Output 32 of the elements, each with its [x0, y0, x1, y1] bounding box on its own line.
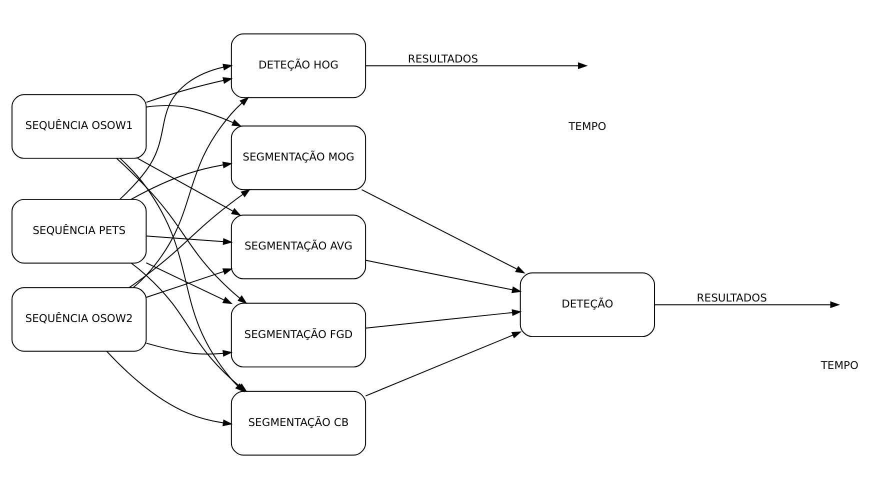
arrow [146, 76, 233, 102]
edge-label: RESULTADOS [408, 52, 478, 66]
arrow [654, 300, 840, 308]
node-box: SEGMENTAÇÃO FGD [230, 302, 366, 367]
node-box: DETEÇÃO [520, 272, 655, 337]
arrow [146, 104, 242, 126]
arrow [365, 330, 522, 396]
arrow [128, 188, 251, 288]
arrow [365, 308, 522, 328]
arrow [146, 235, 233, 244]
arrow [361, 188, 526, 273]
arrow [146, 342, 233, 356]
label: TEMPO [820, 358, 858, 372]
arrow [106, 350, 233, 426]
label: TEMPO [568, 120, 606, 133]
arrow [365, 259, 522, 293]
arrow [365, 62, 588, 69]
node-box: SEQUÊNCIA PETS [12, 198, 147, 264]
arrow [132, 96, 250, 288]
arrow [137, 157, 242, 216]
node-box: SEGMENTAÇÃO AVG [230, 214, 366, 279]
node-box: SEQUÊNCIA OSOW1 [12, 94, 147, 158]
node-box: DETEÇÃO HOG [230, 32, 366, 98]
arrow [130, 161, 233, 200]
node-box: SEGMENTAÇÃO CB [230, 390, 366, 456]
node-box: SEGMENTAÇÃO MOG [230, 125, 366, 190]
arrow [146, 262, 233, 304]
arrow [120, 63, 233, 200]
arrow [146, 268, 233, 298]
edge-label: RESULTADOS [696, 291, 768, 304]
arrow [116, 157, 248, 304]
node-box: SEQUÊNCIA OSOW2 [12, 286, 147, 352]
